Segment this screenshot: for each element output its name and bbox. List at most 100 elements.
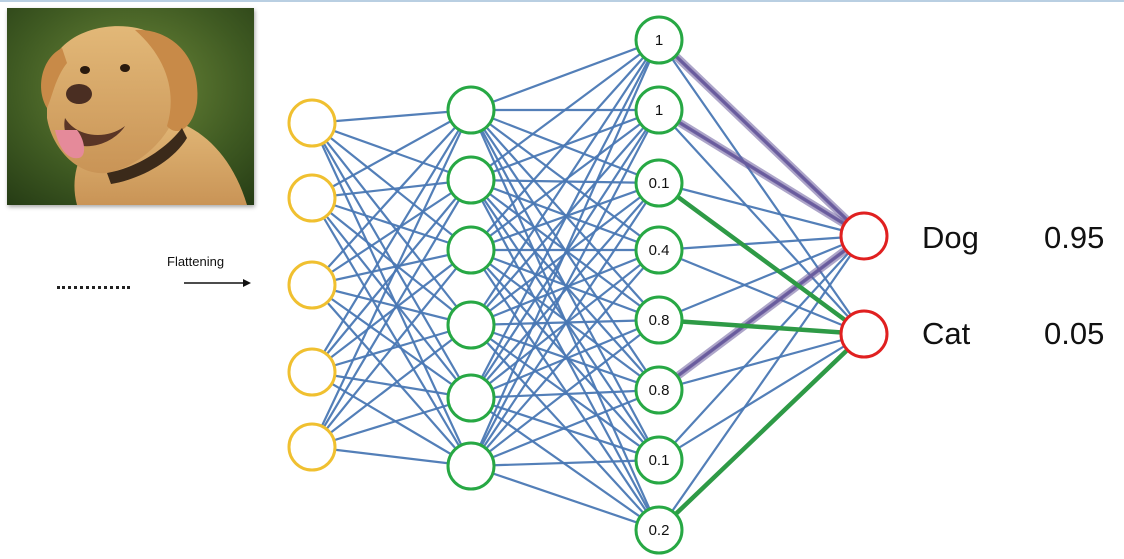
connection-edge: [469, 248, 661, 462]
connection-edge: [469, 318, 661, 327]
connection-edge: [469, 388, 661, 468]
connection-edge: [469, 108, 661, 252]
connection-edge: [469, 458, 661, 468]
flattening-label: Flattening: [167, 254, 225, 269]
hidden2-node: [634, 225, 684, 275]
connection-edge: [657, 234, 866, 532]
hidden1-node: [446, 441, 496, 491]
hidden2-node: [634, 15, 684, 65]
cat-highlight-edge: [656, 317, 867, 337]
connection-edge: [310, 396, 473, 449]
flattening-arrow-icon: [184, 279, 251, 287]
connection-edge: [310, 108, 473, 449]
connection-edge: [310, 178, 473, 449]
connection-edge: [469, 248, 661, 532]
dog-highlight-edge-core: [657, 38, 866, 238]
input-node: [287, 173, 337, 223]
connection-edge: [469, 38, 661, 327]
connection-edge: [310, 196, 473, 252]
hidden2-node-value: 1: [655, 32, 663, 49]
dog-highlight-edge-core: [657, 234, 866, 392]
connection-edge: [469, 38, 661, 252]
connection-edge: [310, 108, 473, 287]
connection-edge: [310, 196, 473, 327]
connection-edge: [310, 178, 473, 287]
cat-highlight-edge: [656, 180, 867, 337]
hidden1-node: [446, 373, 496, 423]
output-label-cat: Cat: [922, 316, 971, 351]
hidden2-node-value: 0.2: [649, 522, 670, 539]
connection-edge: [310, 178, 473, 200]
output-node-dog: [839, 211, 889, 261]
connection-edge: [657, 108, 866, 336]
output-node-cat: [839, 309, 889, 359]
connection-edge: [310, 283, 473, 327]
connection-edge: [469, 38, 661, 468]
connection-edge: [657, 38, 866, 336]
connection-edge: [310, 370, 473, 468]
hidden2-node: [634, 295, 684, 345]
hidden2-node: [634, 505, 684, 555]
hidden1-node: [446, 155, 496, 205]
hidden2-node-value: 1: [655, 102, 663, 119]
connection-edge: [469, 178, 661, 252]
hidden1-node: [446, 85, 496, 135]
connection-edge: [657, 248, 866, 336]
hidden1-node: [446, 300, 496, 350]
input-node: [287, 98, 337, 148]
connection-edge: [310, 108, 473, 125]
flattened-vector-dots: [57, 286, 130, 289]
hidden2-node: [634, 85, 684, 135]
connection-edge: [657, 234, 866, 252]
connection-edge: [657, 332, 866, 392]
connection-edge: [310, 121, 473, 468]
hidden1-node: [446, 225, 496, 275]
dog-photo: [7, 8, 254, 205]
dog-highlight-edge-core: [657, 108, 866, 238]
hidden2-node: [634, 365, 684, 415]
connection-edge: [310, 283, 473, 400]
hidden2-node-value: 0.8: [649, 382, 670, 399]
connection-edge: [469, 181, 661, 468]
input-node: [287, 260, 337, 310]
hidden2-node-value: 0.8: [649, 312, 670, 329]
connection-edge: [310, 323, 473, 449]
connection-edge: [469, 248, 661, 392]
connection-edge: [469, 108, 661, 468]
top-border: [0, 0, 1124, 2]
connection-edge: [310, 445, 473, 468]
connection-edge: [657, 332, 866, 462]
output-value-dog: 0.95: [1044, 220, 1105, 255]
input-node: [287, 347, 337, 397]
connection-edge: [310, 283, 473, 468]
connection-edge: [469, 248, 661, 322]
connection-edge: [310, 248, 473, 287]
output-value-cat: 0.05: [1044, 316, 1105, 351]
connection-edge: [310, 121, 473, 252]
hidden2-node-value: 0.1: [649, 175, 670, 192]
connection-edge: [469, 464, 661, 532]
connection-edge: [657, 234, 866, 322]
connection-edge: [469, 38, 661, 112]
connection-edge: [469, 38, 661, 400]
hidden2-node: [634, 158, 684, 208]
hidden2-node-value: 0.1: [649, 452, 670, 469]
cat-highlight-edge: [656, 331, 867, 533]
input-node: [287, 422, 337, 472]
hidden2-node: [634, 435, 684, 485]
connection-edge: [469, 38, 661, 182]
connection-edge: [469, 318, 661, 468]
connection-edge: [657, 234, 866, 462]
connection-edge: [469, 248, 661, 468]
connection-edge: [310, 248, 473, 374]
connection-edge: [657, 181, 866, 238]
connection-edge: [310, 121, 473, 182]
connection-edge: [310, 196, 473, 468]
connection-edge: [310, 108, 473, 200]
connection-edge: [310, 248, 473, 449]
connection-edge: [469, 181, 661, 400]
connection-edge: [310, 108, 473, 374]
connection-edge: [310, 196, 473, 400]
hidden2-node-value: 0.4: [649, 242, 670, 259]
